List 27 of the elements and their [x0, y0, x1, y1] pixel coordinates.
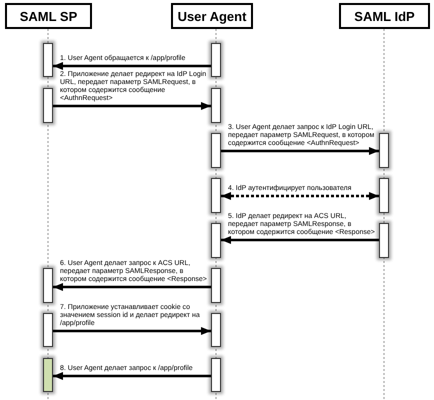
activation-bar: [211, 43, 221, 77]
activation-bar: [211, 268, 221, 303]
arrow: [221, 236, 379, 244]
participant-box: User Agent: [171, 3, 253, 29]
activation-bar: [211, 178, 221, 213]
arrow: [53, 102, 211, 110]
activation-bar: [211, 223, 221, 258]
arrow: [53, 283, 211, 291]
activation-bar: [211, 88, 221, 123]
activation-bar: [43, 43, 53, 77]
activation-bar: [43, 313, 53, 347]
arrow: [221, 147, 379, 155]
activation-bar: [379, 133, 389, 168]
activation-bar: [379, 178, 389, 213]
participant-box: SAML IdP: [339, 3, 430, 29]
activation-bar: [43, 358, 53, 392]
arrow: [53, 62, 211, 70]
arrow: [53, 372, 211, 380]
double-arrow: [221, 192, 379, 200]
activation-bar: [211, 313, 221, 347]
activation-bar: [43, 268, 53, 303]
activation-bar: [211, 133, 221, 168]
activation-bar: [211, 358, 221, 392]
participant-box: SAML SP: [5, 3, 92, 29]
activation-bar: [379, 223, 389, 258]
arrow: [53, 327, 211, 335]
activation-bar: [43, 88, 53, 123]
